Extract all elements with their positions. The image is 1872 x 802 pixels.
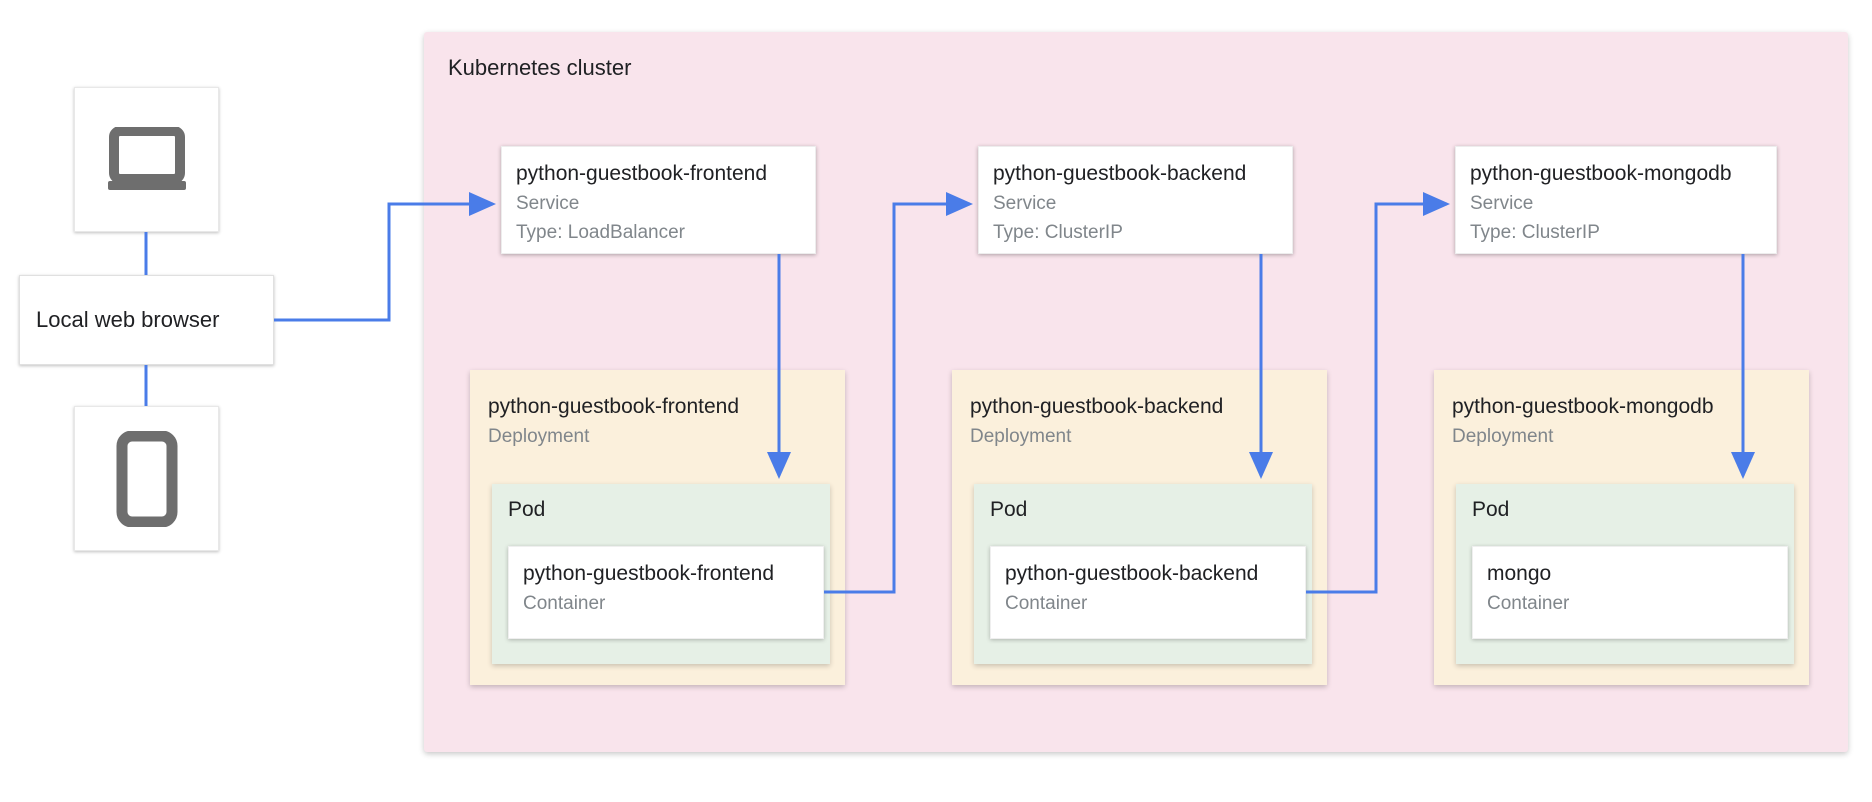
backend-deployment-header: python-guestbook-backend Deployment	[952, 370, 1327, 451]
frontend-service-name: python-guestbook-frontend	[516, 162, 768, 185]
frontend-container-card: python-guestbook-frontend Container	[508, 546, 824, 639]
frontend-service-type: Type: LoadBalancer	[516, 222, 686, 243]
mongodb-service-name: python-guestbook-mongodb	[1470, 162, 1732, 185]
frontend-deployment-kind: Deployment	[488, 426, 590, 447]
local-web-browser-label: Local web browser	[36, 307, 220, 332]
mongodb-deployment-header: python-guestbook-mongodb Deployment	[1434, 370, 1809, 451]
mobile-device	[74, 406, 219, 551]
laptop-device	[74, 87, 219, 232]
backend-service-card: python-guestbook-backend Service Type: C…	[978, 146, 1293, 254]
mongodb-container-card: mongo Container	[1472, 546, 1788, 639]
backend-service-name: python-guestbook-backend	[993, 162, 1247, 185]
mongodb-service-card: python-guestbook-mongodb Service Type: C…	[1455, 146, 1777, 254]
mongodb-deployment-kind: Deployment	[1452, 426, 1554, 447]
local-web-browser-box: Local web browser	[19, 275, 274, 365]
cluster-label: Kubernetes cluster	[448, 55, 632, 80]
backend-container-kind: Container	[1005, 593, 1088, 614]
backend-service-kind: Service	[993, 193, 1057, 214]
mongodb-service-kind: Service	[1470, 193, 1534, 214]
frontend-container-name: python-guestbook-frontend	[523, 562, 775, 585]
backend-container-name: python-guestbook-backend	[1005, 562, 1259, 585]
backend-service-type: Type: ClusterIP	[993, 222, 1123, 243]
backend-pod-label: Pod	[990, 498, 1028, 521]
backend-deployment-name: python-guestbook-backend	[970, 395, 1224, 418]
frontend-deployment-name: python-guestbook-frontend	[488, 395, 740, 418]
frontend-container-kind: Container	[523, 593, 606, 614]
mobile-phone-icon	[116, 430, 177, 527]
mongodb-container-kind: Container	[1487, 593, 1570, 614]
frontend-service-card: python-guestbook-frontend Service Type: …	[501, 146, 816, 254]
mongodb-service-type: Type: ClusterIP	[1470, 222, 1600, 243]
backend-deployment-kind: Deployment	[970, 426, 1072, 447]
frontend-pod-label: Pod	[508, 498, 546, 521]
mongodb-container-name: mongo	[1487, 562, 1552, 585]
frontend-deployment-header: python-guestbook-frontend Deployment	[470, 370, 845, 451]
frontend-service-kind: Service	[516, 193, 580, 214]
mongodb-deployment-name: python-guestbook-mongodb	[1452, 395, 1714, 418]
mongodb-pod-label: Pod	[1472, 498, 1510, 521]
backend-container-card: python-guestbook-backend Container	[990, 546, 1306, 639]
laptop-icon	[107, 126, 186, 190]
